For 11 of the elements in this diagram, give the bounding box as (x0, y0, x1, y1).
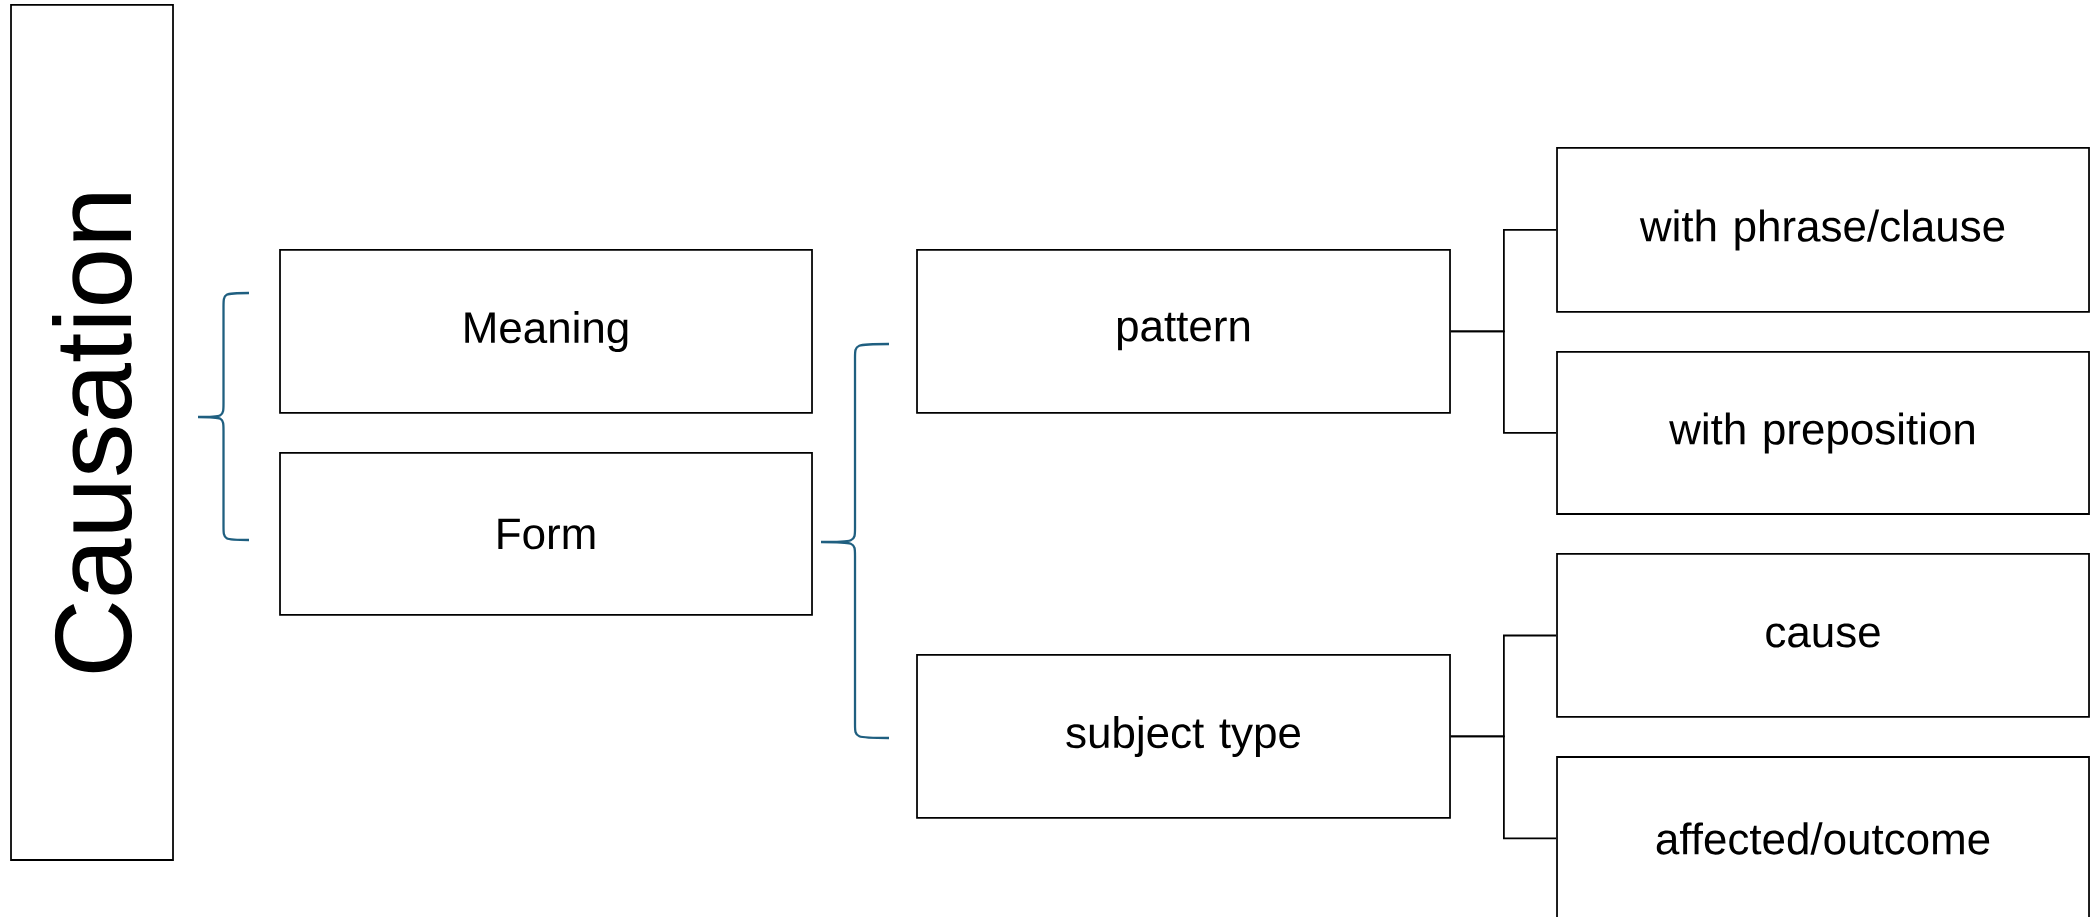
category-box: with preposition (1556, 351, 2090, 515)
connector-line (1450, 330, 1558, 434)
connector-line (1450, 735, 1558, 840)
category-box: with phrase/clause (1556, 147, 2090, 313)
category-box: pattern (916, 249, 1451, 414)
category-box: Meaning (279, 249, 813, 414)
title-box: Causation (10, 4, 174, 861)
category-box: Form (279, 452, 813, 616)
category-box: cause (1556, 553, 2090, 718)
category-box: affected/outcome (1556, 756, 2090, 917)
category-box: subject type (916, 654, 1451, 819)
